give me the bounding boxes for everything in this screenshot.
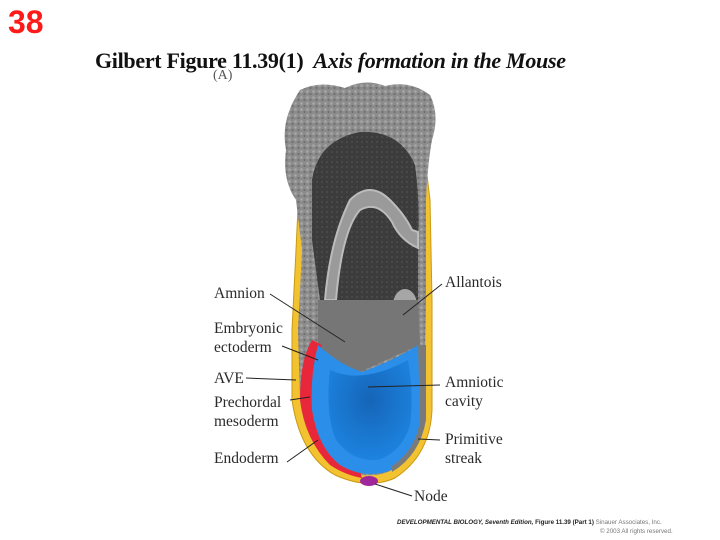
label-line: Prechordal [214, 394, 282, 411]
label-node: Node [414, 488, 448, 505]
label-ave: AVE [214, 370, 244, 387]
ave-band [300, 340, 362, 478]
label-embryonic-ectoderm: Embryonic ectoderm [214, 319, 283, 357]
figure-credit: DEVELOPMENTAL BIOLOGY, Seventh Edition, … [397, 519, 662, 526]
amniotic-cavity [328, 360, 412, 461]
panel-label: (A) [213, 68, 233, 83]
primitive-streak [392, 345, 426, 472]
credit-figure: Figure 11.39 (Part 1) [535, 519, 594, 526]
label-allantois: Allantois [445, 274, 502, 291]
title-italic: Axis formation in the Mouse [313, 48, 566, 73]
label-line: streak [445, 450, 483, 467]
label-amniotic-cavity: Amniotic cavity [445, 373, 504, 411]
label-endoderm: Endoderm [214, 450, 279, 467]
node [360, 476, 378, 486]
title-prefix: Gilbert Figure 11.39(1) [95, 48, 304, 73]
label-line: Primitive [445, 431, 503, 448]
credit-copyright: © 2003 All rights reserved. [600, 528, 673, 535]
leader-lines [245, 283, 443, 497]
label-prechordal-mesoderm: Prechordal mesoderm [214, 393, 281, 431]
figure-title: Gilbert Figure 11.39(1) Axis formation in… [95, 48, 566, 74]
label-line: ectoderm [214, 339, 272, 356]
credit-book: DEVELOPMENTAL BIOLOGY, Seventh Edition, [397, 519, 534, 526]
label-line: cavity [445, 393, 483, 410]
label-amnion: Amnion [214, 285, 265, 302]
amnion-region [318, 300, 420, 372]
label-line: Amniotic [445, 374, 504, 391]
credit-publisher: Sinauer Associates, Inc. [595, 519, 662, 526]
label-line: mesoderm [214, 413, 279, 430]
label-primitive-streak: Primitive streak [445, 430, 503, 468]
amnion-fold [323, 189, 419, 301]
slide-number: 38 [8, 4, 44, 40]
label-line: Embryonic [214, 320, 283, 337]
